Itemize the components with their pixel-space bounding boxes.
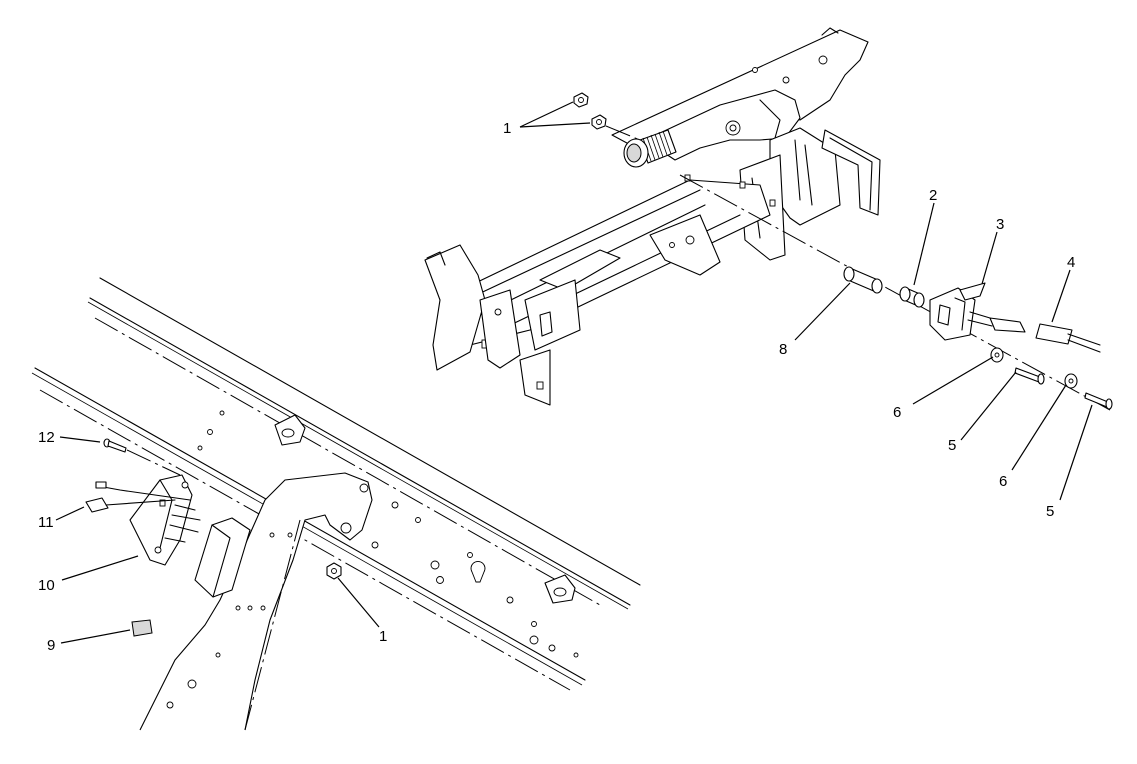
screw-part-12 (103, 438, 181, 476)
plug-part-11 (85, 481, 191, 513)
switch-part-3 (929, 282, 1026, 341)
connector-block-part-10 (129, 474, 201, 566)
callout-8: 8 (779, 341, 787, 358)
callout-4: 4 (1067, 254, 1075, 271)
hex-nuts-upper (573, 92, 607, 130)
callout-11: 11 (38, 514, 54, 531)
upper-bracket-assembly (424, 27, 881, 406)
knob (623, 129, 677, 168)
callout-3: 3 (996, 216, 1004, 233)
washers-and-screws (990, 347, 1113, 410)
callout-1-lower: 1 (379, 628, 387, 645)
callout-labels: 1 2 3 4 8 6 5 6 5 12 11 10 9 1 (38, 120, 1075, 654)
callout-12: 12 (38, 429, 55, 446)
callout-2: 2 (929, 187, 937, 204)
callout-5-first: 5 (948, 437, 956, 454)
leader-lines (55, 101, 1093, 644)
lower-frame-assembly (31, 277, 641, 731)
callout-10: 10 (38, 577, 55, 594)
connector-part-4 (1035, 323, 1101, 353)
callout-1-upper: 1 (503, 120, 511, 137)
callout-5-second: 5 (1046, 503, 1054, 520)
callout-9: 9 (47, 637, 55, 654)
callout-6-first: 6 (893, 404, 901, 421)
spacer-part-8 (843, 266, 883, 294)
callout-6-second: 6 (999, 473, 1007, 490)
bushing-part-2 (899, 286, 925, 308)
label-part-9 (131, 619, 153, 637)
assembly-axis-knob (605, 125, 641, 141)
assembly-axis-upper (679, 174, 1111, 411)
